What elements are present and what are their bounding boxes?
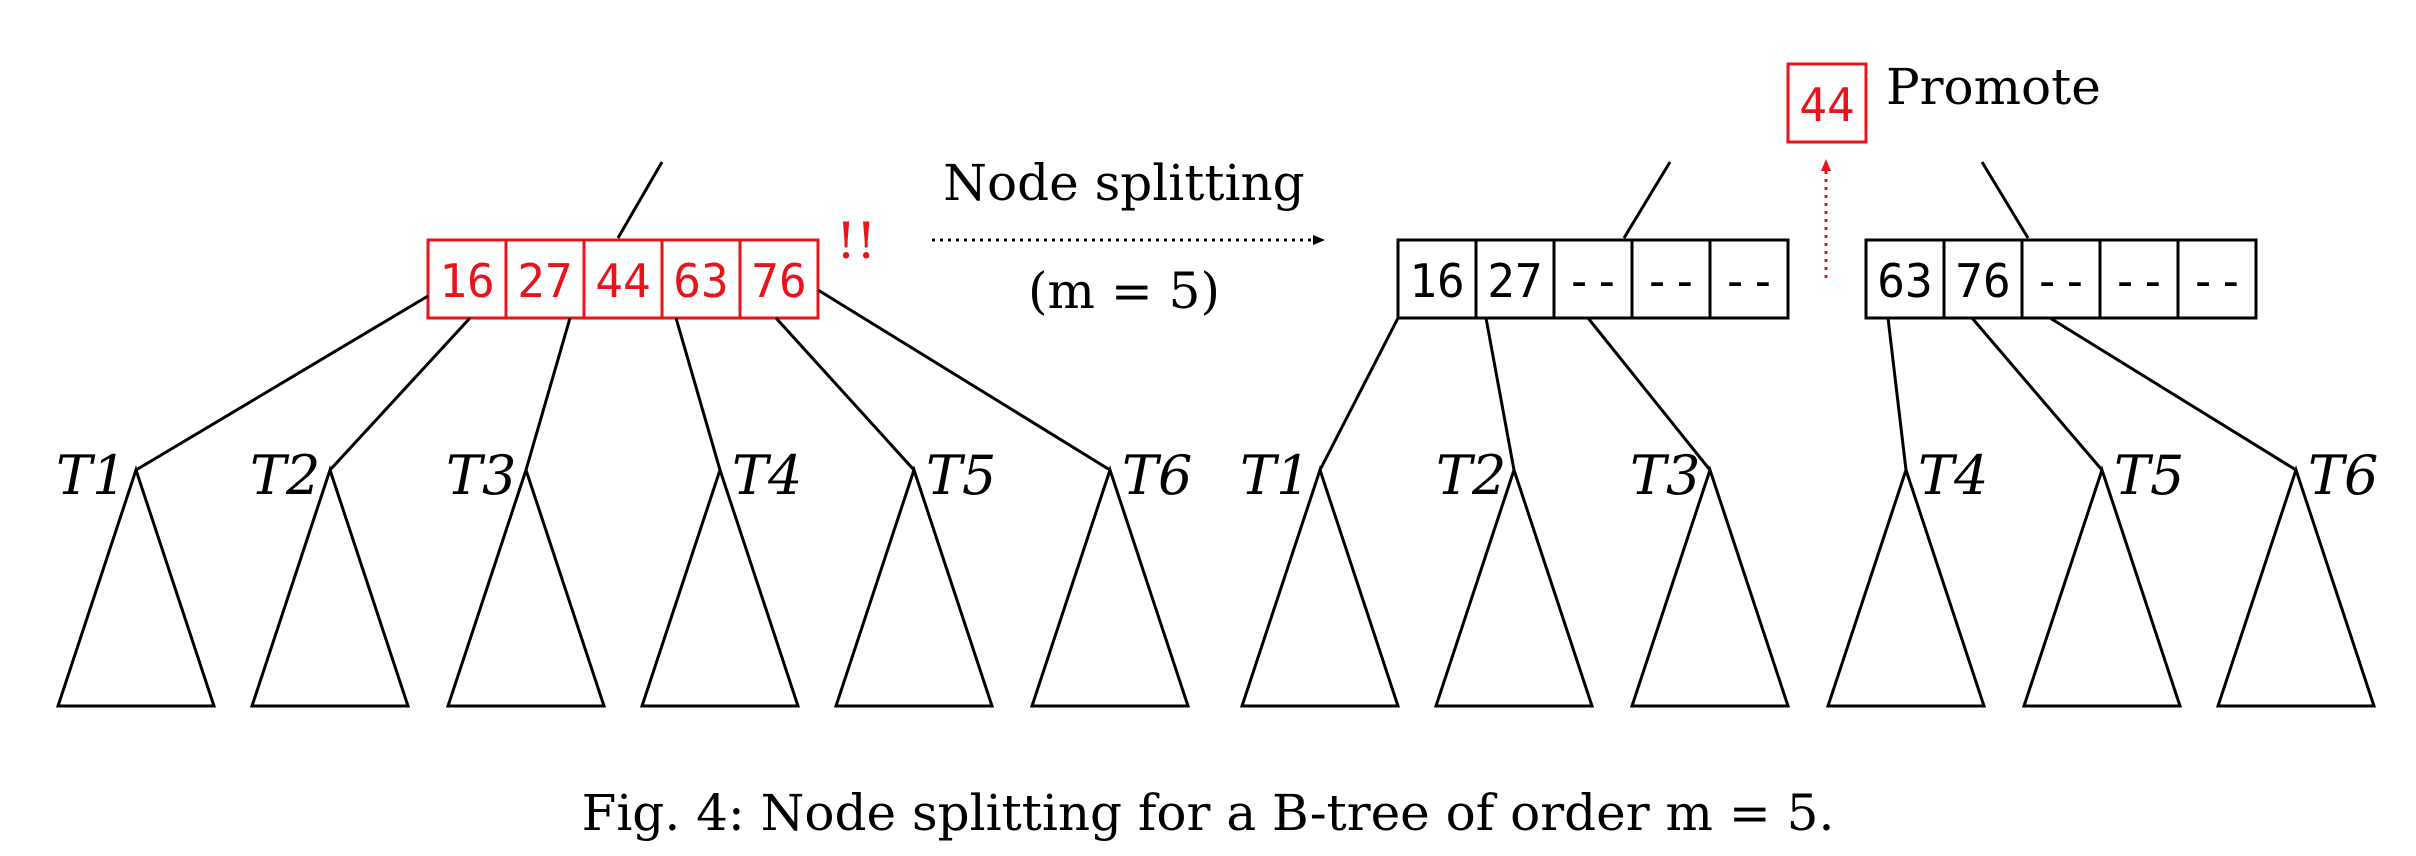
split-arrow: Node splitting (m = 5) xyxy=(932,154,1325,320)
right-node-cell xyxy=(1942,238,2024,320)
overflow-node-key: 16 xyxy=(439,254,494,308)
subtree-label: T2 xyxy=(250,444,320,507)
split-node-child-edges xyxy=(1318,316,2297,472)
subtree-label: T4 xyxy=(732,444,802,507)
left-node: 16 27 -- -- -- xyxy=(1396,161,1790,320)
child-edge xyxy=(674,317,722,471)
right-node: 63 76 -- -- -- xyxy=(1864,161,2258,320)
subtree-label: T1 xyxy=(56,444,126,507)
subtree-triangle xyxy=(2021,465,2183,708)
subtree-label: T1 xyxy=(1240,444,1310,507)
overflow-node-cell xyxy=(582,238,664,320)
subtree-triangle xyxy=(833,465,995,708)
overflow-node-key: 76 xyxy=(751,254,806,308)
right-node-cell xyxy=(2098,238,2180,320)
subtree-label: T6 xyxy=(1122,444,1192,507)
subtree-label: T5 xyxy=(926,444,996,507)
right-node-cell xyxy=(2176,238,2258,320)
split-arrow-label: Node splitting xyxy=(943,154,1304,212)
subtrees-after xyxy=(1239,465,2377,708)
subtree-triangle xyxy=(1629,465,1791,708)
subtree-triangle xyxy=(1433,465,1595,708)
left-node-cell xyxy=(1396,238,1478,320)
child-edge xyxy=(817,288,1111,472)
right-node-key: -- xyxy=(2111,254,2166,308)
overflow-alert: !! xyxy=(836,212,876,270)
overflow-node-key: 27 xyxy=(517,254,572,308)
figure-caption: Fig. 4: Node splitting for a B-tree of o… xyxy=(582,784,1835,842)
overflow-node-cell xyxy=(504,238,586,320)
right-node-key: -- xyxy=(2033,254,2088,308)
subtree-triangle xyxy=(445,465,607,708)
overflow-node: 16 27 44 63 76 !! xyxy=(426,161,876,320)
right-node-key: 63 xyxy=(1877,254,1932,308)
left-node-key: -- xyxy=(1565,254,1620,308)
promoted-key-box xyxy=(1786,62,1868,144)
subtree-triangle xyxy=(1825,465,1987,708)
subtree-triangle xyxy=(55,465,217,708)
right-node-cell xyxy=(1864,238,1946,320)
subtree-label: T4 xyxy=(1918,444,1988,507)
overflow-node-key: 63 xyxy=(673,254,728,308)
left-node-parent-edge xyxy=(1622,161,1672,239)
left-node-cell xyxy=(1474,238,1556,320)
child-edge xyxy=(524,317,572,471)
subtrees-before xyxy=(55,465,1191,708)
subtree-label: T2 xyxy=(1436,444,1506,507)
subtree-label: T3 xyxy=(446,444,516,507)
right-node-cell xyxy=(2020,238,2102,320)
promote-label: Promote xyxy=(1886,58,2101,116)
left-node-key: -- xyxy=(1643,254,1698,308)
left-node-key: -- xyxy=(1721,254,1776,308)
overflow-node-child-edges xyxy=(135,288,1111,472)
left-node-cell xyxy=(1708,238,1790,320)
right-node-parent-edge xyxy=(1980,161,2030,239)
subtree-triangle xyxy=(2215,465,2377,708)
subtree-label: T3 xyxy=(1630,444,1700,507)
child-edge xyxy=(1318,317,1400,471)
split-arrow-param: (m = 5) xyxy=(1028,262,1220,320)
promoted-key: 44 xyxy=(1799,78,1854,132)
overflow-node-parent-edge xyxy=(616,161,664,239)
child-edge xyxy=(135,294,429,472)
subtree-label: T5 xyxy=(2114,444,2184,507)
child-edge xyxy=(1586,317,1712,471)
left-node-key: 16 xyxy=(1409,254,1464,308)
right-node-key: -- xyxy=(2189,254,2244,308)
overflow-node-key: 44 xyxy=(595,254,650,308)
right-node-key: 76 xyxy=(1955,254,2010,308)
subtree-triangle xyxy=(1239,465,1401,708)
child-edge xyxy=(2049,316,2297,472)
subtree-triangle xyxy=(639,465,801,708)
child-edge xyxy=(328,316,472,472)
left-node-key: 27 xyxy=(1487,254,1542,308)
overflow-node-cell xyxy=(738,238,820,320)
left-node-cell xyxy=(1552,238,1634,320)
child-edge xyxy=(1970,317,2104,471)
child-edge xyxy=(1484,317,1516,471)
subtree-label: T6 xyxy=(2308,444,2378,507)
subtree-triangle xyxy=(249,465,411,708)
subtree-triangle xyxy=(1029,465,1191,708)
overflow-node-cell xyxy=(426,238,508,320)
child-edge xyxy=(1886,317,1908,471)
child-edge xyxy=(774,316,916,472)
promote-group: 44 Promote xyxy=(1786,58,2101,278)
